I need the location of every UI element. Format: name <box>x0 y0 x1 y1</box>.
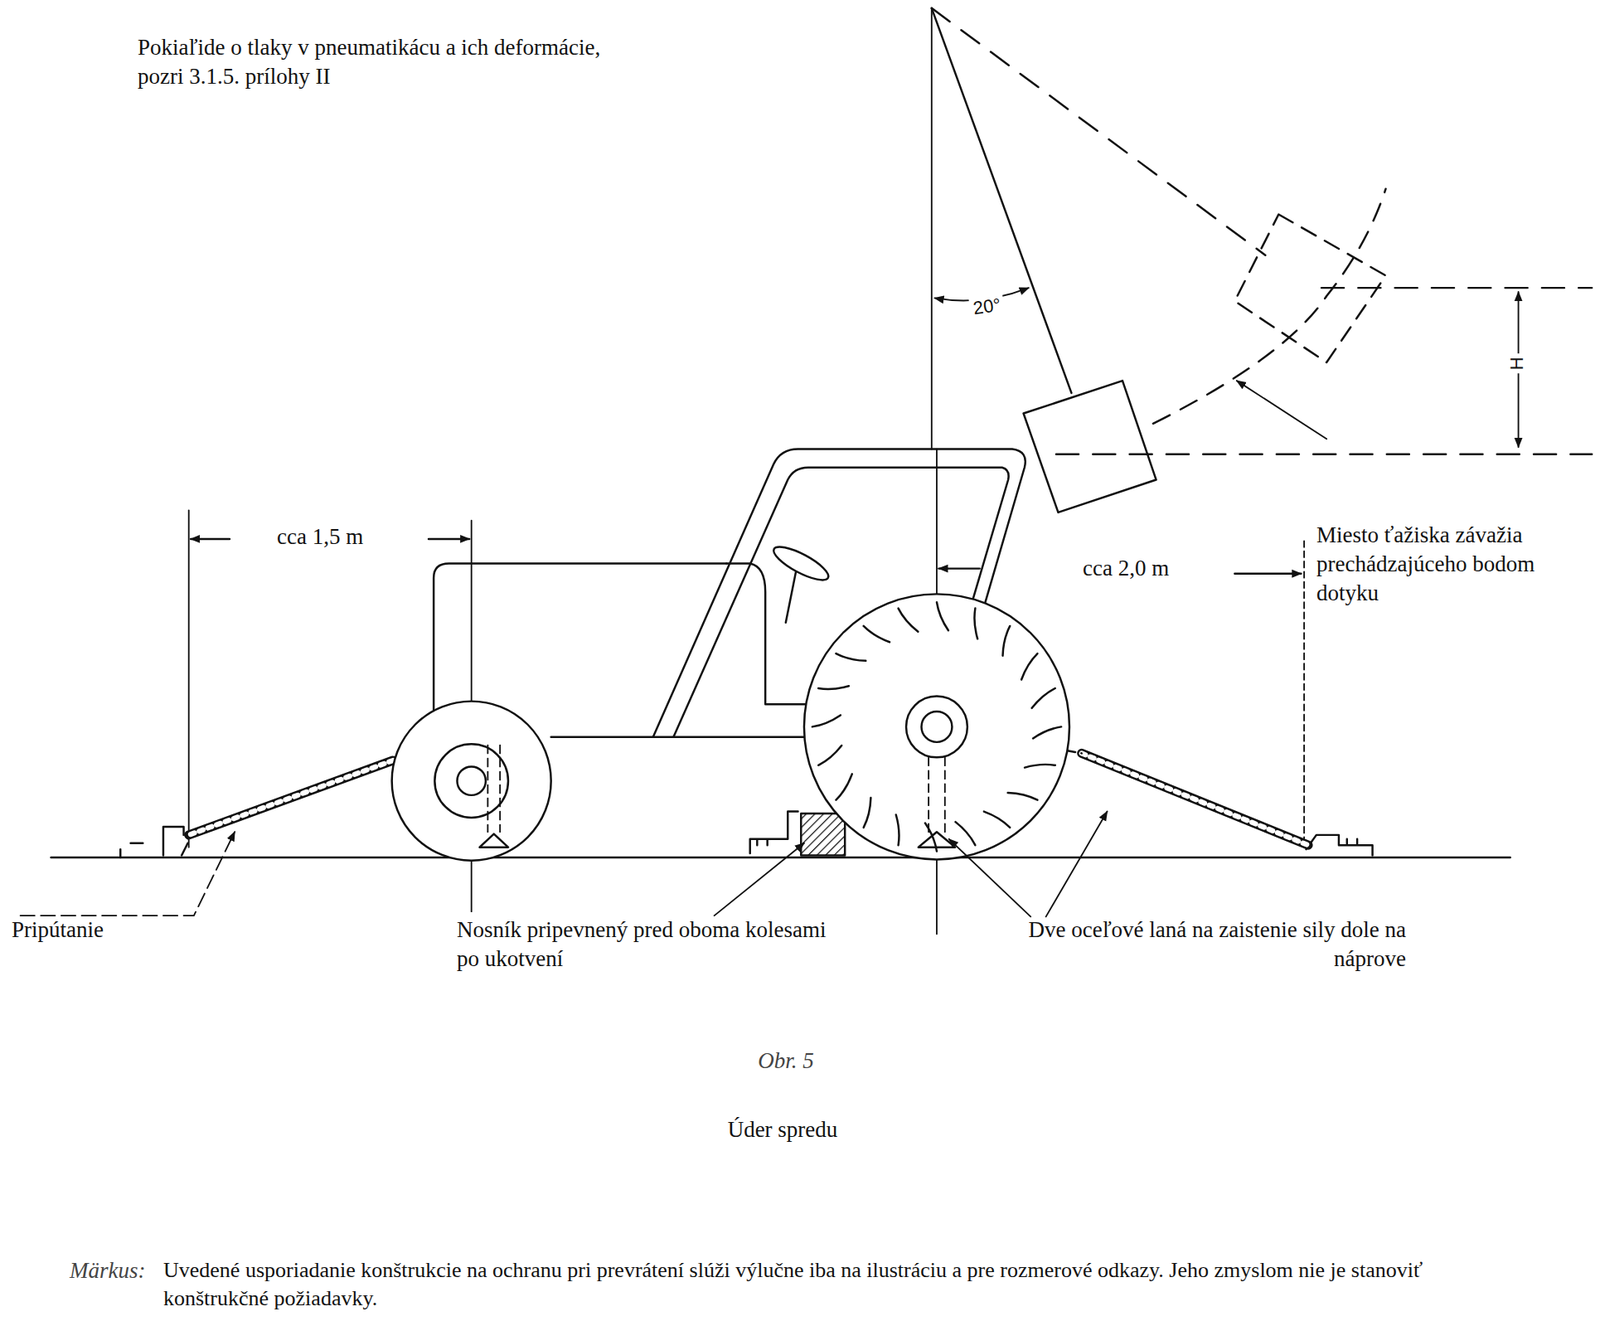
figure-number: Obr. 5 <box>744 1046 828 1076</box>
dimension-label: cca 1,5 m <box>273 522 367 552</box>
height-label: H <box>1505 353 1530 374</box>
tire-tread <box>1003 625 1011 656</box>
tire-tread <box>1024 764 1056 768</box>
tire-tread <box>818 685 849 689</box>
tire-tread <box>936 601 949 631</box>
figure-caption: Úder spredu <box>658 1115 907 1145</box>
tire-tread <box>1032 726 1062 738</box>
dimension-label: cca 2,0 m <box>1079 553 1173 583</box>
tire-tread <box>835 653 866 661</box>
tire-tread <box>984 811 1010 828</box>
tire-tread <box>1021 653 1038 679</box>
tire-tread <box>896 814 900 845</box>
callout-label: Pripútanie <box>11 915 104 945</box>
callout-label: Dve oceľové laná na zaistenie sily dole … <box>1019 915 1407 974</box>
callout-label: Nosník pripevnený pred oboma kolesami po… <box>456 915 847 974</box>
callout-label: Miesto ťažiska závažia prechádzajúceho b… <box>1316 520 1566 608</box>
tire-tread <box>812 714 841 727</box>
tire-tread <box>1032 688 1056 708</box>
angle-label: 20° <box>968 292 1006 321</box>
tire-tread <box>974 608 978 640</box>
tire-tread <box>898 608 919 632</box>
tire-tread <box>863 625 890 642</box>
tire-tread <box>835 773 852 800</box>
note-text: Uvedené usporiadanie konštrukcie na ochr… <box>163 1255 1507 1313</box>
tire-tread <box>955 821 976 845</box>
note-heading: Märkus: <box>69 1255 146 1285</box>
note-text: Pokiaľide o tlaky v pneumatikácu a ich d… <box>137 33 602 92</box>
tire-tread <box>863 797 872 828</box>
tire-tread <box>818 745 842 766</box>
tire-tread <box>1008 792 1038 800</box>
